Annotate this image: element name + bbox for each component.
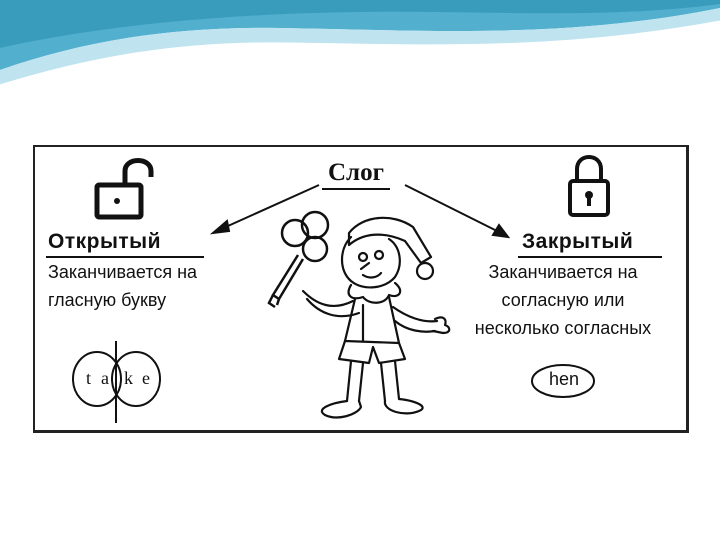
example-letter-k: k xyxy=(124,368,133,388)
open-title-underline xyxy=(46,256,204,258)
example-letter-e: e xyxy=(142,368,150,388)
arrow-right xyxy=(404,184,511,239)
closed-title-underline xyxy=(518,256,662,258)
pinocchio-illustration xyxy=(301,216,451,419)
example-letter-t: t xyxy=(86,368,92,388)
closed-desc-line-1: Заканчивается на xyxy=(488,262,638,282)
open-syllable-title: Открытый xyxy=(48,230,162,253)
root-label: Слог xyxy=(322,158,390,190)
closed-syllable-oval xyxy=(531,364,595,398)
closed-desc-line-3: несколько согласных xyxy=(474,318,652,338)
arrow-left xyxy=(209,184,320,235)
open-syllable-circles xyxy=(72,341,161,423)
diagram-artwork xyxy=(72,155,610,423)
example-word-hen: hen xyxy=(549,369,580,389)
open-padlock-icon xyxy=(94,158,154,220)
open-syllable-description: Заканчивается на гласную букву xyxy=(48,258,197,314)
closed-padlock-icon xyxy=(568,155,610,217)
closed-syllable-description: Заканчивается на согласную или несколько… xyxy=(456,258,670,342)
key-icon xyxy=(267,210,330,309)
header-wave xyxy=(0,0,720,88)
closed-syllable-title: Закрытый xyxy=(522,230,634,253)
open-desc-line-2: гласную букву xyxy=(48,290,167,310)
example-letter-a: a xyxy=(101,368,109,388)
open-desc-line-1: Заканчивается на xyxy=(48,262,198,282)
closed-desc-line-2: согласную или xyxy=(501,290,625,310)
